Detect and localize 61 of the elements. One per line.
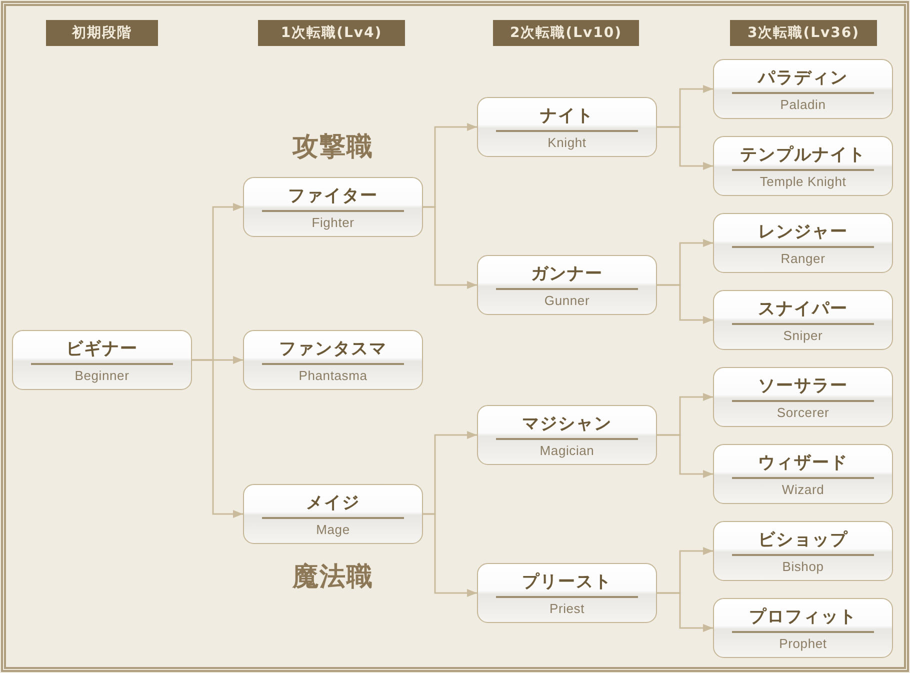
- class-name: ガンナー: [531, 264, 603, 284]
- group-label: 魔法職: [292, 561, 374, 593]
- english-name: Priest: [549, 600, 585, 616]
- header-band: 2次転職(Lv10): [493, 20, 639, 46]
- arrow: [423, 513, 477, 597]
- class-box: [243, 177, 423, 237]
- class-name: ビギナー: [66, 339, 138, 359]
- class-name: ファイター: [288, 186, 378, 206]
- class-box: [713, 290, 893, 350]
- arrow: [657, 126, 713, 170]
- class-box: [477, 97, 657, 157]
- english-name: Paladin: [780, 96, 826, 112]
- english-name: Bishop: [782, 558, 824, 574]
- english-name: Sniper: [783, 328, 823, 342]
- class-name: ソーサラー: [758, 376, 848, 396]
- class-box: [477, 405, 657, 465]
- class-name: スナイパー: [758, 299, 848, 319]
- class-name: レンジャー: [758, 222, 848, 242]
- english-name: Knight: [548, 134, 586, 150]
- group-label: 攻撃職: [292, 131, 374, 163]
- english-name: Wizard: [782, 482, 824, 496]
- class-box: [713, 59, 893, 119]
- class-box: [477, 563, 657, 623]
- class-name: ファンタスマ: [279, 339, 387, 359]
- class-box: [12, 330, 192, 390]
- english-name: Gunner: [544, 292, 590, 308]
- class-box: [713, 213, 893, 273]
- class-box: [243, 484, 423, 544]
- english-name: Temple Knight: [760, 174, 846, 188]
- header-band: 1次転職(Lv4): [258, 20, 405, 46]
- class-name: ウィザード: [758, 453, 848, 473]
- class-box: [243, 330, 423, 390]
- header-band: 3次転職(Lv36): [730, 20, 877, 46]
- arrow: [423, 206, 477, 289]
- arrow: [657, 284, 713, 324]
- english-name: Beginner: [74, 368, 130, 382]
- class-name: テンプルナイト: [740, 145, 866, 165]
- class-name: パラディン: [758, 68, 848, 88]
- english-name: Magician: [540, 442, 594, 458]
- class-box: [713, 598, 893, 658]
- english-name: Sorcerer: [776, 404, 830, 420]
- class-name: マジシャン: [522, 414, 612, 434]
- class-name: プロフィット: [749, 607, 857, 627]
- english-name: Fighter: [312, 214, 354, 230]
- class-box: [713, 136, 893, 196]
- class-box: [713, 367, 893, 427]
- class-box: [713, 444, 893, 504]
- class-box: [713, 521, 893, 581]
- class-name: メイジ: [306, 493, 360, 513]
- class-name: ビショップ: [758, 530, 848, 550]
- arrow: [657, 434, 713, 478]
- arrow: [657, 592, 713, 632]
- english-name: Mage: [316, 522, 350, 536]
- class-name: プリースト: [522, 572, 612, 592]
- class-name: ナイト: [540, 106, 594, 126]
- english-name: Ranger: [780, 250, 826, 266]
- header-band: 初期段階: [46, 20, 158, 46]
- english-name: Prophet: [779, 636, 827, 650]
- arrow: [192, 359, 243, 518]
- english-name: Phantasma: [298, 368, 368, 382]
- class-box: [477, 255, 657, 315]
